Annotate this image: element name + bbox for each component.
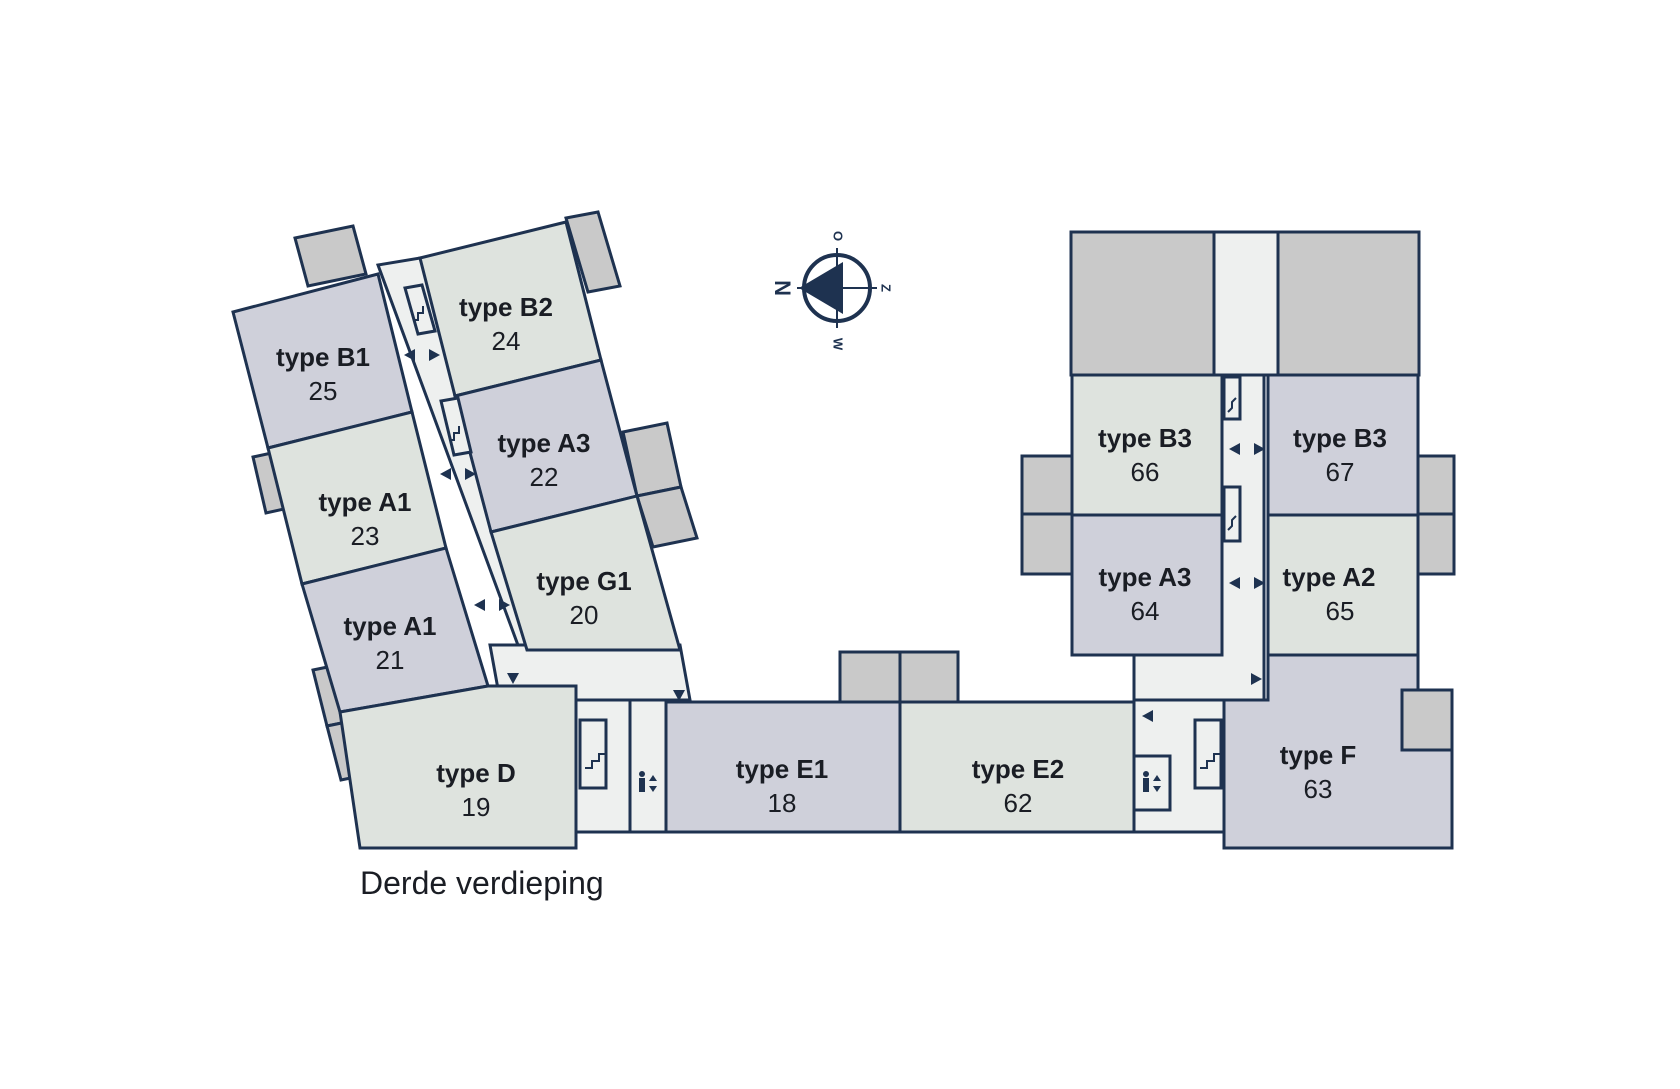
balcony bbox=[1020, 512, 1074, 576]
unit-number-label: 64 bbox=[1131, 596, 1160, 626]
right-wing bbox=[1020, 230, 1456, 850]
unit-62[interactable] bbox=[898, 700, 1136, 834]
floor-label: Derde verdieping bbox=[360, 865, 604, 901]
unit-type-label: type B3 bbox=[1098, 423, 1192, 453]
unit-number-label: 62 bbox=[1004, 788, 1033, 818]
stairs-icon bbox=[413, 306, 1237, 769]
unit-65[interactable] bbox=[1266, 513, 1420, 657]
unit-type-label: type B3 bbox=[1293, 423, 1387, 453]
balcony bbox=[1416, 454, 1456, 516]
unit-type-label: type A1 bbox=[319, 487, 412, 517]
roof-block bbox=[1069, 230, 1216, 377]
compass-east: O bbox=[831, 231, 846, 241]
unit-labels: type B1 25 type B2 24 type A3 22 type A1… bbox=[276, 292, 1387, 822]
compass-west: W bbox=[831, 338, 846, 351]
roof-block bbox=[1276, 230, 1421, 377]
unit-number-label: 66 bbox=[1131, 457, 1160, 487]
elevator-shaft bbox=[628, 698, 668, 834]
balcony bbox=[838, 650, 902, 704]
unit-type-label: type D bbox=[436, 758, 515, 788]
elevator-icon bbox=[639, 771, 1161, 792]
unit-type-label: type F bbox=[1280, 740, 1357, 770]
unit-type-label: type A2 bbox=[1283, 562, 1376, 592]
unit-63[interactable] bbox=[1222, 653, 1454, 850]
balcony bbox=[1416, 512, 1456, 576]
balcony bbox=[898, 650, 960, 704]
unit-type-label: type B2 bbox=[459, 292, 553, 322]
unit-type-label: type E1 bbox=[736, 754, 829, 784]
unit-number-label: 22 bbox=[530, 462, 559, 492]
unit-type-label: type E2 bbox=[972, 754, 1065, 784]
icon-layer bbox=[404, 306, 1265, 792]
compass-icon: N O Z W bbox=[770, 231, 893, 351]
stairs-block bbox=[439, 396, 473, 457]
compass-south: Z bbox=[879, 284, 894, 292]
unit-type-label: type B1 bbox=[276, 342, 370, 372]
unit-67[interactable] bbox=[1266, 373, 1420, 517]
balcony bbox=[564, 210, 622, 294]
unit-18[interactable] bbox=[664, 700, 902, 834]
unit-number-label: 24 bbox=[492, 326, 521, 356]
unit-number-label: 63 bbox=[1304, 774, 1333, 804]
unit-type-label: type A3 bbox=[498, 428, 591, 458]
balcony bbox=[293, 224, 368, 288]
unit-type-label: type A1 bbox=[344, 611, 437, 641]
stairs-block bbox=[1222, 485, 1242, 543]
balcony bbox=[1400, 688, 1454, 752]
unit-66[interactable] bbox=[1070, 373, 1224, 517]
left-wing bbox=[231, 210, 699, 850]
stairs-block bbox=[403, 283, 437, 336]
unit-20[interactable] bbox=[489, 494, 682, 652]
unit-number-label: 19 bbox=[462, 792, 491, 822]
unit-number-label: 67 bbox=[1326, 457, 1355, 487]
unit-type-label: type G1 bbox=[536, 566, 631, 596]
unit-number-label: 20 bbox=[570, 600, 599, 630]
unit-type-label: type A3 bbox=[1099, 562, 1192, 592]
unit-number-label: 25 bbox=[309, 376, 338, 406]
stairs-block bbox=[1222, 375, 1242, 421]
center-block bbox=[574, 650, 1136, 834]
unit-number-label: 18 bbox=[768, 788, 797, 818]
compass-north: N bbox=[770, 280, 795, 296]
unit-number-label: 21 bbox=[376, 645, 405, 675]
entrance-arrow-icon bbox=[404, 349, 1265, 722]
unit-number-label: 65 bbox=[1326, 596, 1355, 626]
roof-passage bbox=[1212, 230, 1280, 377]
unit-number-label: 23 bbox=[351, 521, 380, 551]
elevator-shaft bbox=[1132, 754, 1172, 812]
unit-64[interactable] bbox=[1070, 513, 1224, 657]
balcony bbox=[1020, 454, 1074, 516]
